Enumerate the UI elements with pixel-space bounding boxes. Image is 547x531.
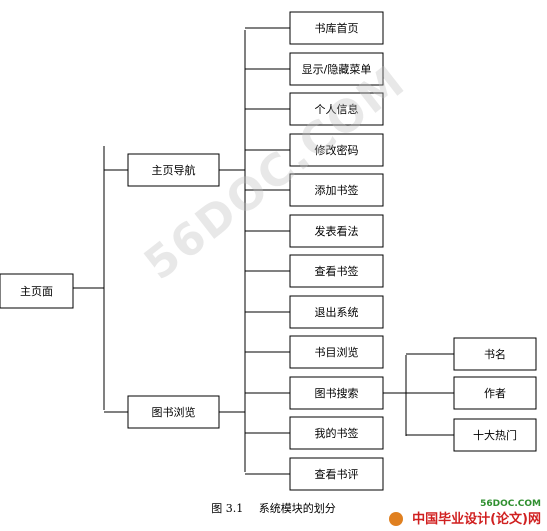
node-box xyxy=(127,395,220,429)
node-label: 图书搜索 xyxy=(315,386,359,400)
globe-logo-icon xyxy=(389,511,404,526)
node-label: 十大热门 xyxy=(473,428,517,442)
node-label: 退出系统 xyxy=(315,305,359,319)
node-label: 主页面 xyxy=(20,285,53,298)
node-box xyxy=(289,11,384,45)
figure-number: 图 3.1 xyxy=(211,502,244,515)
node-n11: 我的书签 xyxy=(289,416,384,450)
node-n2: 显示/隐藏菜单 xyxy=(289,52,384,86)
node-box xyxy=(289,52,384,86)
node-box xyxy=(453,376,537,410)
node-box xyxy=(289,254,384,288)
node-box xyxy=(289,295,384,329)
node-box xyxy=(289,133,384,167)
node-label: 主页导航 xyxy=(152,163,196,177)
site-brand: 56DOC.COM 中国毕业设计(论文)网 xyxy=(389,499,541,527)
node-label: 书名 xyxy=(484,347,506,361)
node-box xyxy=(289,416,384,450)
figure-caption: 图 3.1 系统模块的划分 xyxy=(0,500,547,516)
node-box xyxy=(0,273,74,309)
node-box xyxy=(289,335,384,369)
node-n10: 图书搜索 xyxy=(289,376,384,410)
node-label: 作者 xyxy=(484,387,506,400)
node-label: 显示/隐藏菜单 xyxy=(302,63,372,76)
figure-title: 系统模块的划分 xyxy=(258,502,336,515)
node-s2: 作者 xyxy=(453,376,537,410)
node-n7: 查看书签 xyxy=(289,254,384,288)
node-n9: 书目浏览 xyxy=(289,335,384,369)
node-n3: 个人信息 xyxy=(289,92,384,126)
node-label: 图书浏览 xyxy=(152,405,196,419)
node-label: 个人信息 xyxy=(315,102,359,116)
node-box xyxy=(289,92,384,126)
brand-text: 中国毕业设计(论文)网 xyxy=(412,512,541,527)
node-n1: 书库首页 xyxy=(289,11,384,45)
node-box xyxy=(289,173,384,207)
node-box xyxy=(453,337,537,371)
node-label: 我的书签 xyxy=(315,426,359,440)
node-box xyxy=(127,153,220,187)
node-root: 主页面 xyxy=(0,273,74,309)
node-label: 发表看法 xyxy=(315,224,359,238)
node-box xyxy=(289,214,384,248)
node-label: 书目浏览 xyxy=(315,345,359,359)
node-n8: 退出系统 xyxy=(289,295,384,329)
node-nav: 主页导航 xyxy=(127,153,220,187)
node-label: 修改密码 xyxy=(315,143,359,157)
node-label: 书库首页 xyxy=(315,21,359,35)
node-box xyxy=(453,418,537,452)
node-label: 查看书签 xyxy=(315,264,359,278)
node-n12: 查看书评 xyxy=(289,457,384,491)
node-label: 查看书评 xyxy=(315,467,359,481)
node-n6: 发表看法 xyxy=(289,214,384,248)
node-s1: 书名 xyxy=(453,337,537,371)
node-box xyxy=(289,457,384,491)
node-n5: 添加书签 xyxy=(289,173,384,207)
node-label: 添加书签 xyxy=(315,183,359,197)
node-n4: 修改密码 xyxy=(289,133,384,167)
node-browse: 图书浏览 xyxy=(127,395,220,429)
diagram-edges xyxy=(73,27,454,475)
node-s3: 十大热门 xyxy=(453,418,537,452)
node-box xyxy=(289,376,384,410)
brand-site: 56DOC.COM xyxy=(480,499,541,509)
